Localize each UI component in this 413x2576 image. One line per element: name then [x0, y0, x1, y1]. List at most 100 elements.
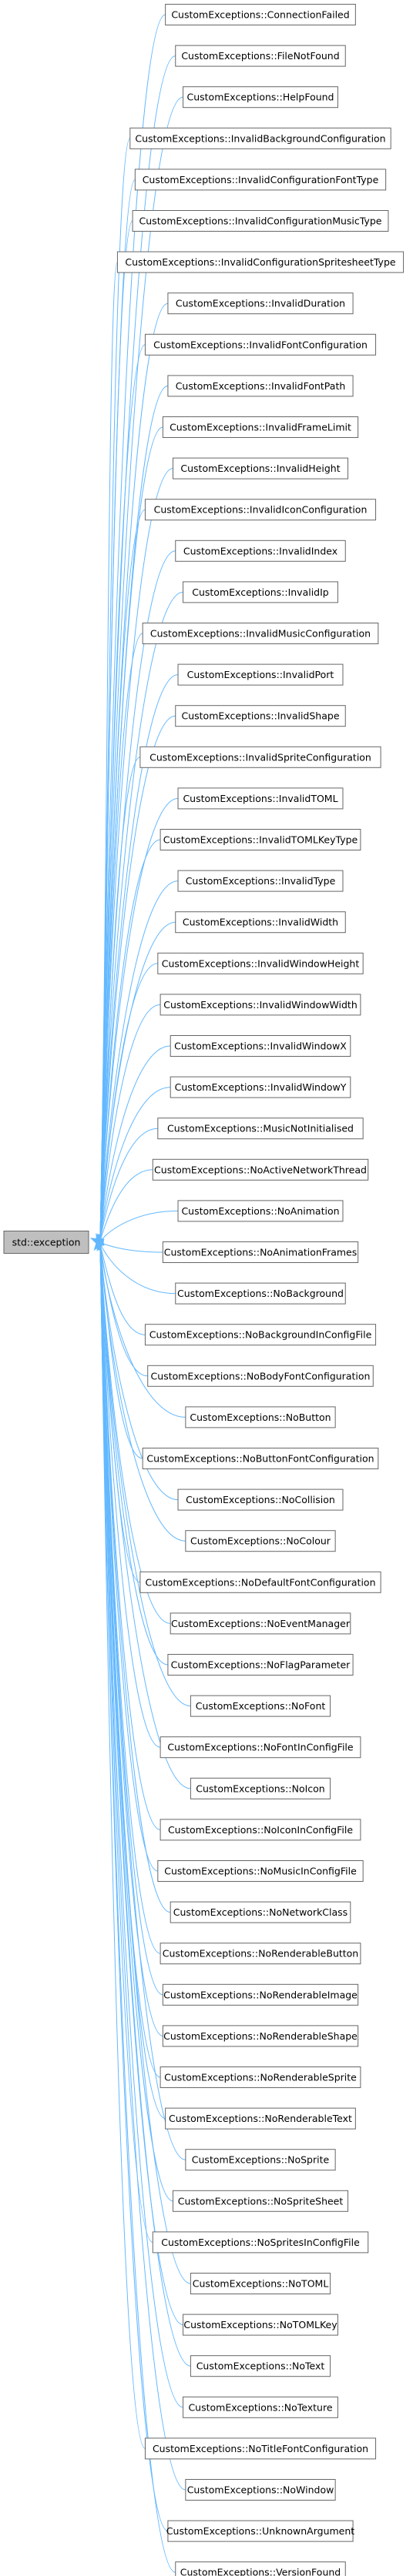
class-nodes: CustomExceptions::ConnectionFailedCustom…: [116, 4, 405, 2576]
derived-class-box: [172, 2190, 349, 2212]
derived-class-node[interactable]: CustomExceptions::NoButtonFontConfigurat…: [142, 1448, 379, 1469]
derived-class-node[interactable]: CustomExceptions::InvalidPort: [177, 663, 344, 686]
derived-class-label: CustomExceptions::HelpFound: [186, 92, 334, 103]
derived-class-label: CustomExceptions::NoRenderableText: [169, 2113, 352, 2124]
derived-class-label: CustomExceptions::InvalidHeight: [180, 463, 340, 474]
derived-class-node[interactable]: CustomExceptions::InvalidSpriteConfigura…: [139, 746, 381, 768]
derived-class-label: CustomExceptions::NoButton: [190, 1412, 331, 1423]
derived-class-node[interactable]: CustomExceptions::NoMusicInConfigFile: [157, 1860, 364, 1882]
derived-class-label: CustomExceptions::UnknownArgument: [166, 2525, 354, 2537]
inheritance-edges: [89, 14, 191, 2573]
derived-class-label: CustomExceptions::ConnectionFailed: [171, 9, 349, 21]
derived-class-label: CustomExceptions::NoFont: [196, 1700, 326, 1712]
derived-class-label: CustomExceptions::InvalidDuration: [176, 298, 345, 309]
derived-class-node[interactable]: CustomExceptions::NoSpriteSheet: [172, 2190, 349, 2212]
base-class-node[interactable]: std::exception: [3, 1231, 89, 1254]
derived-class-box: [157, 1860, 364, 1882]
derived-class-node[interactable]: CustomExceptions::InvalidConfigurationMu…: [132, 210, 389, 232]
derived-class-node[interactable]: CustomExceptions::NoTOMLKey: [183, 2314, 338, 2336]
derived-class-node[interactable]: CustomExceptions::NoText: [190, 2355, 331, 2377]
derived-class-node[interactable]: CustomExceptions::InvalidFontConfigurati…: [144, 333, 377, 356]
derived-class-node[interactable]: CustomExceptions::InvalidFontPath: [167, 375, 354, 397]
derived-class-box: [159, 994, 361, 1016]
derived-class-box: [177, 1488, 344, 1511]
derived-class-node[interactable]: CustomExceptions::NoNetworkClass: [170, 1901, 351, 1923]
derived-class-node[interactable]: CustomExceptions::NoTOML: [190, 2273, 331, 2294]
derived-class-node[interactable]: CustomExceptions::NoFontInConfigFile: [159, 1736, 361, 1759]
derived-class-label: CustomExceptions::InvalidTOML: [183, 793, 337, 804]
derived-class-node[interactable]: CustomExceptions::NoTexture: [183, 2396, 338, 2418]
derived-class-node[interactable]: CustomExceptions::InvalidShape: [175, 705, 346, 727]
derived-class-node[interactable]: CustomExceptions::InvalidTOML: [177, 787, 344, 810]
inheritance-edge: [99, 1169, 153, 1241]
inheritance-edge: [99, 1245, 191, 1707]
derived-class-node[interactable]: CustomExceptions::UnknownArgument: [166, 2520, 354, 2542]
derived-class-node[interactable]: CustomExceptions::InvalidIp: [183, 581, 338, 603]
derived-class-node[interactable]: CustomExceptions::NoCollision: [177, 1488, 344, 1511]
derived-class-node[interactable]: CustomExceptions::NoTitleFontConfigurati…: [144, 2437, 377, 2460]
derived-class-node[interactable]: CustomExceptions::NoBackground: [175, 1282, 346, 1305]
derived-class-node[interactable]: CustomExceptions::NoSprite: [185, 2149, 336, 2171]
derived-class-label: CustomExceptions::InvalidPort: [187, 669, 334, 680]
derived-class-node[interactable]: CustomExceptions::InvalidHeight: [172, 457, 349, 479]
derived-class-node[interactable]: CustomExceptions::NoWindow: [185, 2479, 336, 2501]
derived-class-node[interactable]: CustomExceptions::InvalidIconConfigurati…: [144, 499, 377, 521]
derived-class-label: CustomExceptions::InvalidSpriteConfigura…: [149, 751, 371, 763]
derived-class-node[interactable]: CustomExceptions::NoIconInConfigFile: [159, 1819, 361, 1841]
derived-class-box: [134, 169, 387, 191]
derived-class-node[interactable]: CustomExceptions::FileNotFound: [175, 45, 346, 67]
derived-class-node[interactable]: CustomExceptions::NoButton: [185, 1406, 336, 1428]
derived-class-label: CustomExceptions::VersionFound: [180, 2567, 341, 2576]
derived-class-box: [167, 1654, 354, 1676]
derived-class-label: CustomExceptions::NoNetworkClass: [173, 1906, 348, 1918]
derived-class-box: [162, 2025, 359, 2047]
derived-class-node[interactable]: CustomExceptions::NoFlagParameter: [167, 1654, 354, 1676]
derived-class-node[interactable]: CustomExceptions::InvalidConfigurationSp…: [116, 251, 405, 273]
derived-class-node[interactable]: CustomExceptions::InvalidTOMLKeyType: [159, 829, 361, 850]
derived-class-node[interactable]: CustomExceptions::InvalidWindowX: [170, 1035, 351, 1057]
derived-class-node[interactable]: CustomExceptions::NoIcon: [190, 1777, 331, 1799]
derived-class-label: CustomExceptions::NoTOML: [193, 2278, 329, 2290]
derived-class-box: [170, 1901, 351, 1923]
derived-class-node[interactable]: CustomExceptions::NoRenderableButton: [159, 1943, 361, 1965]
derived-class-node[interactable]: CustomExceptions::NoDefaultFontConfigura…: [139, 1571, 381, 1593]
base-class-label: std::exception: [12, 1237, 81, 1248]
derived-class-box: [190, 1777, 331, 1799]
derived-class-node[interactable]: CustomExceptions::NoBodyFontConfiguratio…: [147, 1365, 374, 1387]
derived-class-node[interactable]: CustomExceptions::InvalidType: [177, 870, 344, 892]
derived-class-node[interactable]: CustomExceptions::InvalidFrameLimit: [162, 416, 359, 438]
derived-class-node[interactable]: CustomExceptions::InvalidWindowHeight: [157, 952, 364, 974]
derived-class-box: [144, 1324, 377, 1346]
derived-class-label: CustomExceptions::InvalidFontPath: [176, 380, 346, 392]
derived-class-box: [183, 2314, 338, 2336]
derived-class-node[interactable]: CustomExceptions::InvalidDuration: [167, 292, 354, 315]
derived-class-node[interactable]: CustomExceptions::NoRenderableShape: [162, 2025, 359, 2047]
derived-class-node[interactable]: CustomExceptions::InvalidBackgroundConfi…: [129, 127, 391, 149]
derived-class-node[interactable]: CustomExceptions::NoAnimation: [177, 1200, 344, 1222]
derived-class-node[interactable]: CustomExceptions::InvalidWindowWidth: [159, 994, 361, 1016]
derived-class-node[interactable]: CustomExceptions::HelpFound: [183, 86, 338, 109]
derived-class-node[interactable]: CustomExceptions::NoRenderableImage: [162, 1983, 359, 2006]
derived-class-node[interactable]: CustomExceptions::InvalidWidth: [175, 911, 346, 934]
derived-class-node[interactable]: CustomExceptions::NoAnimationFrames: [162, 1241, 359, 1263]
derived-class-node[interactable]: CustomExceptions::NoColour: [185, 1530, 336, 1552]
derived-class-node[interactable]: CustomExceptions::InvalidWindowY: [170, 1076, 351, 1098]
derived-class-node[interactable]: CustomExceptions::InvalidIndex: [175, 540, 346, 562]
derived-class-node[interactable]: CustomExceptions::NoEventManager: [170, 1612, 351, 1635]
derived-class-label: CustomExceptions::InvalidWindowHeight: [162, 957, 360, 969]
derived-class-label: CustomExceptions::InvalidWindowX: [174, 1041, 347, 1052]
derived-class-node[interactable]: CustomExceptions::InvalidMusicConfigurat…: [142, 623, 379, 644]
derived-class-node[interactable]: CustomExceptions::MusicNotInitialised: [157, 1118, 364, 1140]
derived-class-node[interactable]: CustomExceptions::ConnectionFailed: [165, 4, 356, 25]
derived-class-node[interactable]: CustomExceptions::NoRenderableSprite: [159, 2066, 361, 2088]
derived-class-node[interactable]: CustomExceptions::NoSpritesInConfigFile: [152, 2231, 369, 2254]
derived-class-node[interactable]: CustomExceptions::NoBackgroundInConfigFi…: [144, 1324, 377, 1346]
derived-class-box: [144, 2437, 377, 2460]
derived-class-node[interactable]: CustomExceptions::InvalidConfigurationFo…: [134, 169, 387, 191]
derived-class-node[interactable]: CustomExceptions::NoActiveNetworkThread: [152, 1158, 369, 1181]
derived-class-node[interactable]: CustomExceptions::VersionFound: [175, 2561, 346, 2576]
derived-class-node[interactable]: CustomExceptions::NoFont: [190, 1695, 331, 1717]
derived-class-label: CustomExceptions::NoColour: [190, 1535, 331, 1547]
derived-class-node[interactable]: CustomExceptions::NoRenderableText: [165, 2107, 356, 2130]
